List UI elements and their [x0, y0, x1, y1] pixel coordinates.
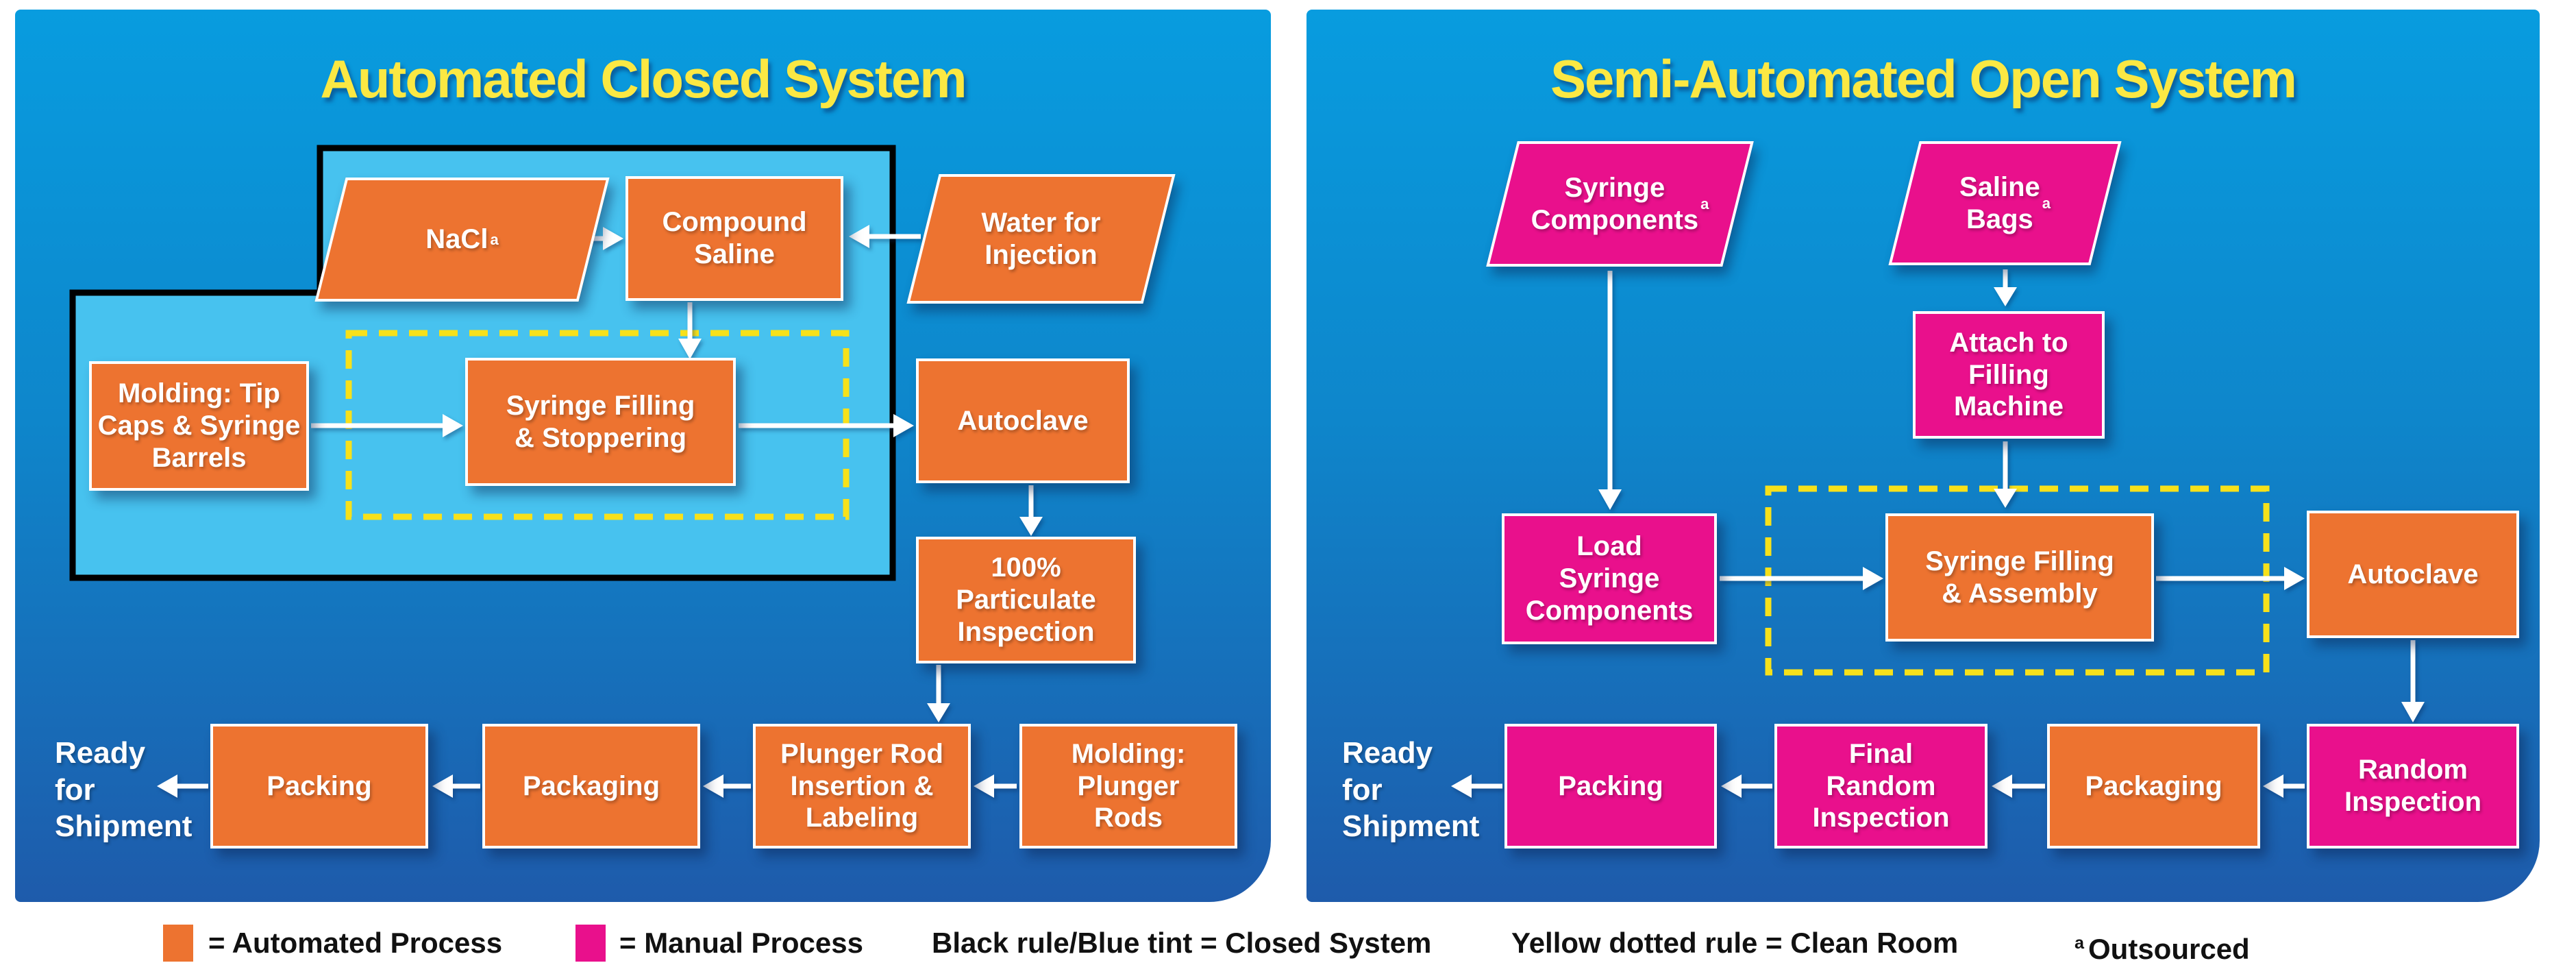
arrow-compound-to-syringe-filling: [678, 302, 702, 359]
node-water-for-injection: Water for Injection: [906, 174, 1176, 304]
arrow-autoclave-to-inspection: [1019, 485, 1043, 536]
flow-arrows: [157, 225, 1043, 798]
node-final-random-inspection: Final Random Inspection: [1774, 724, 1987, 849]
manual-process-swatch: [575, 925, 606, 962]
automated-process-swatch: [163, 925, 193, 962]
arrow-attach-to-syringe-filling-assembly: [1994, 441, 2017, 508]
node-load-syringe-components: Load Syringe Components: [1502, 513, 1717, 644]
arrow-water-to-compound-saline: [849, 225, 921, 248]
outsourced-sup: a: [2075, 934, 2085, 953]
node-autoclave-left: Autoclave: [916, 358, 1130, 483]
legend-closed-system-label: Black rule/Blue tint = Closed System: [932, 927, 1432, 959]
node-molding-tip-caps: Molding: Tip Caps & Syringe Barrels: [89, 361, 309, 491]
arrow-saline-bags-to-attach: [1994, 269, 2017, 306]
right-panel-title: Semi-Automated Open System: [1550, 49, 2297, 109]
arrow-syringe-filling-assembly-to-autoclave: [2156, 567, 2305, 590]
panel-semi-automated-open-system: Semi-Automated Open System Syringe Compo…: [1306, 10, 2540, 902]
right-diagram-underlay: [1451, 269, 2425, 798]
arrow-inspection-to-plunger-rod: [927, 665, 950, 722]
node-packing-right: Packing: [1504, 724, 1717, 849]
arrow-molding-to-syringe-filling: [311, 414, 463, 437]
legend-manual-label: = Manual Process: [619, 927, 863, 959]
node-syringe-filling-assembly: Syringe Filling & Assembly: [1885, 513, 2154, 642]
node-packing-left: Packing: [210, 724, 428, 849]
node-packaging-right: Packaging: [2047, 724, 2260, 849]
arrow-random-inspection-to-packaging: [2263, 774, 2305, 798]
legend-clean-room-label: Yellow dotted rule = Clean Room: [1511, 927, 1959, 959]
node-syringe-filling-stoppering: Syringe Filling & Stoppering: [465, 358, 736, 486]
arrow-final-random-to-packing: [1721, 774, 1772, 798]
node-autoclave-right: Autoclave: [2307, 511, 2519, 638]
arrow-plunger-rod-to-packaging: [703, 774, 751, 798]
node-packaging-left: Packaging: [482, 724, 700, 849]
arrow-packaging-to-final-random: [1992, 774, 2045, 798]
node-attach-to-filling-machine: Attach to Filling Machine: [1913, 311, 2105, 439]
arrow-load-to-syringe-filling-assembly: [1720, 567, 1883, 590]
ready-for-shipment-label-left: Ready for Shipment: [55, 736, 193, 844]
arrow-molding-rods-to-plunger-rod: [974, 774, 1017, 798]
ready-for-shipment-label-right: Ready for Shipment: [1342, 736, 1480, 844]
node-molding-plunger-rods: Molding: Plunger Rods: [1019, 724, 1237, 849]
outsourced-text: Outsourced: [2088, 933, 2250, 965]
arrow-autoclave-to-random-inspection: [2401, 640, 2425, 722]
arrow-syringe-components-to-load: [1598, 271, 1622, 510]
node-plunger-rod-insertion: Plunger Rod Insertion & Labeling: [753, 724, 971, 849]
arrow-packing-to-ready: [1451, 774, 1502, 798]
arrow-packing-to-ready: [157, 774, 208, 798]
node-random-inspection: Random Inspection: [2307, 724, 2519, 849]
arrow-packaging-to-packing: [432, 774, 480, 798]
left-panel-title: Automated Closed System: [320, 49, 967, 109]
legend-automated-label: = Automated Process: [208, 927, 503, 959]
flow-arrows: [1451, 269, 2425, 798]
arrow-syringe-filling-to-autoclave: [739, 414, 914, 437]
node-particulate-inspection: 100% Particulate Inspection: [916, 537, 1136, 663]
node-compound-saline: Compound Saline: [626, 176, 843, 301]
